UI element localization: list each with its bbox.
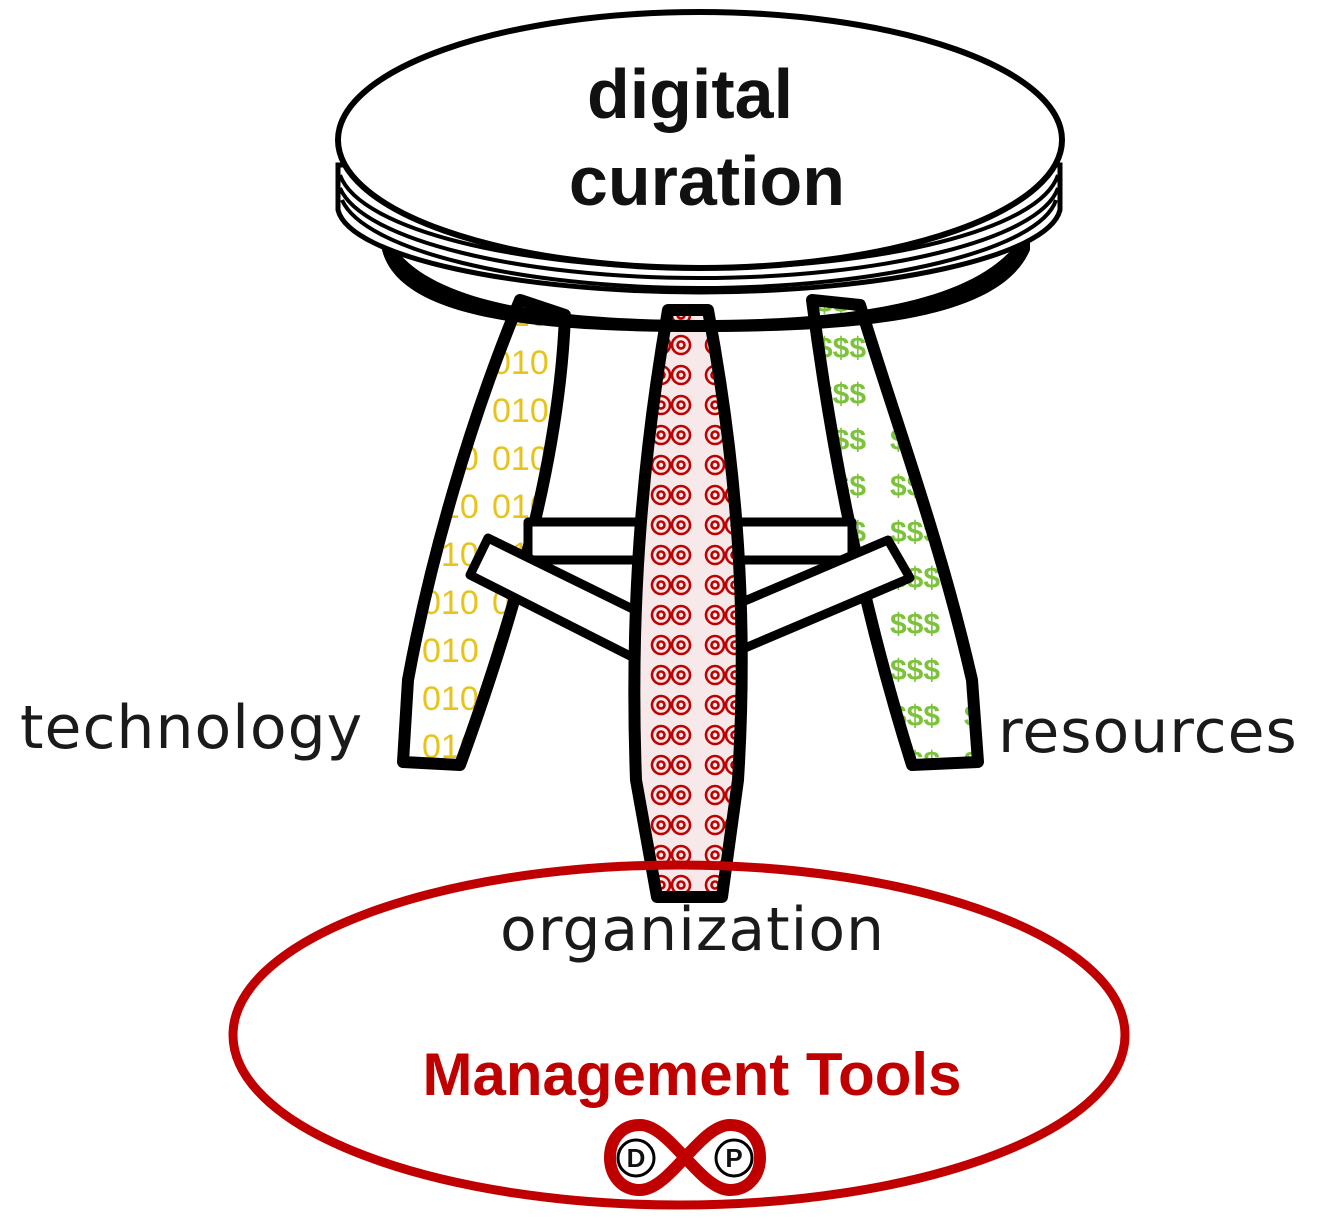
management-tools-title: Management Tools: [423, 1041, 962, 1108]
organization-leg: [628, 304, 748, 903]
technology-label: technology: [20, 693, 363, 763]
management-tools-ellipse: [228, 860, 1130, 1210]
resources-label: resources: [998, 697, 1298, 767]
logo-letter-d: D: [627, 1143, 646, 1173]
stool-seat: [335, 9, 1065, 332]
logo-letter-p: P: [725, 1143, 742, 1173]
dp-infinity-logo-icon: D P: [604, 1118, 766, 1197]
technology-leg: [397, 294, 571, 771]
organization-label: organization: [500, 895, 885, 965]
seat-label-line2: curation: [569, 142, 845, 220]
seat-label-line1: digital: [587, 55, 793, 133]
resources-leg: [806, 294, 984, 771]
